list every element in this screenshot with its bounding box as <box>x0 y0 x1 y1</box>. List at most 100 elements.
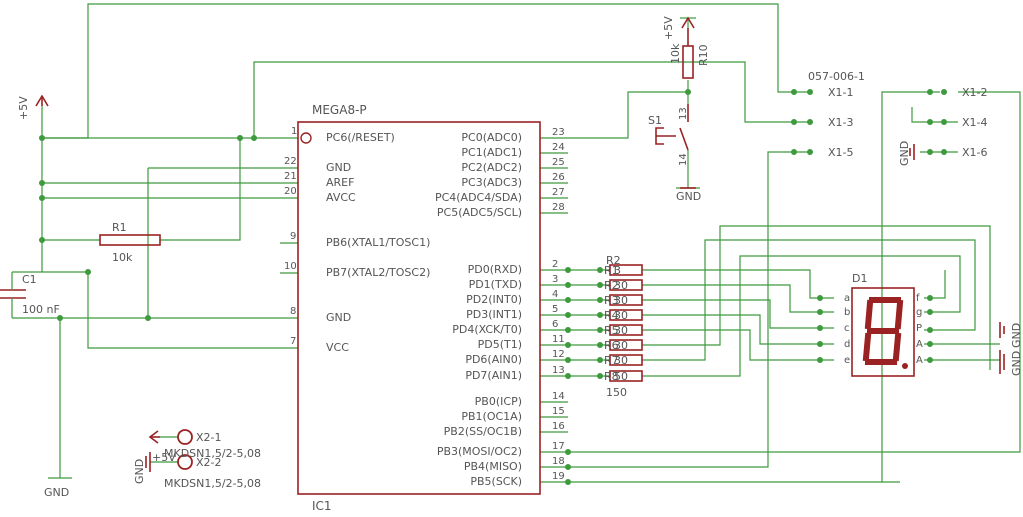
switch-s1[interactable]: S1 13 14 GND <box>648 104 701 203</box>
r2-name: R2 <box>606 254 621 267</box>
r2-segment-body <box>609 294 643 306</box>
r2-segment-body <box>609 279 643 291</box>
x1-pin-5: X1-5 <box>828 146 854 159</box>
s1-gnd-label: GND <box>676 190 701 203</box>
ic1-right-pin-2[interactable]: PD0(RXD)2 <box>468 259 559 276</box>
ic1-right-pin-18[interactable]: PB4(MISO)18 <box>464 456 565 473</box>
ic1-right-pin-13[interactable]: PD7(AIN1) 13 <box>465 365 564 382</box>
pin-label: PD4(XCK/T0) <box>452 323 522 336</box>
r2-segment-label: 30 <box>614 324 628 337</box>
ic1-left-pin-21[interactable]: 21 AREF <box>284 171 354 189</box>
d1-pin-A: A <box>916 355 923 366</box>
pin-label: PD0(RXD) <box>468 263 522 276</box>
ic1-right-pin-19[interactable]: PB5(SCK)19 <box>470 471 564 488</box>
ic1-left-pin-7[interactable]: 7 VCC <box>290 336 349 354</box>
ic1-left-pin-10[interactable]: 10 PB7(XTAL2/TOSC2) <box>284 261 430 279</box>
ic1-right-pin-28[interactable]: PC5(ADC5/SCL)28 <box>437 202 565 219</box>
r2-segment-number: R2 <box>604 279 619 292</box>
pin-label: VCC <box>326 341 349 354</box>
r2-segment-number: R3 <box>604 294 619 307</box>
connector-x1[interactable]: 057-006-1 X1-1 X1-3 X1-5 X1-2 X1-4 X1-6 … <box>808 70 988 166</box>
r2-segment-label: 30 <box>614 294 628 307</box>
ic1-right-pins: PC0(ADC0)23PC1(ADC1)24PC2(ADC2)25PC3(ADC… <box>435 127 565 488</box>
ic1-right-pin-24[interactable]: PC1(ADC1)24 <box>461 142 564 159</box>
pin-number: 3 <box>552 274 558 285</box>
reset-inversion-bubble <box>300 132 312 144</box>
pin-label: PC6(/RESET) <box>326 131 395 144</box>
r2-segment-label: 30 <box>614 309 628 322</box>
ic1-right-pin-11[interactable]: PD5(T1)11 <box>478 334 565 351</box>
ic1-right-pin-14[interactable]: PB0(ICP)14 <box>475 391 565 408</box>
connector-x2[interactable]: X2-1 X2-2 MKDSN1,5/2-5,08 MKDSN1,5/2-5,0… <box>133 429 261 490</box>
c1-name: C1 <box>22 273 37 286</box>
x1-pin-2: X1-2 <box>962 86 988 99</box>
ic1-left-pin-20[interactable]: 20 AVCC <box>284 186 356 204</box>
d1-pin-P: P <box>916 323 922 334</box>
pin-number: 12 <box>552 349 565 360</box>
ic1-right-pin-23[interactable]: PC0(ADC0)23 <box>461 127 564 144</box>
pin-number: 19 <box>552 471 565 482</box>
pin-label: PB4(MISO) <box>464 460 522 473</box>
resistor-r1[interactable]: R1 10k <box>99 221 161 264</box>
r2-segment-number: R8 <box>604 370 619 383</box>
x2-value-2: MKDSN1,5/2-5,08 <box>164 477 261 490</box>
ic1-right-pin-5[interactable]: PD3(INT1)5 <box>466 304 558 321</box>
ic1-right-pin-26[interactable]: PC3(ADC3)26 <box>461 172 564 189</box>
ic1-right-pin-12[interactable]: PD6(AIN0)12 <box>465 349 564 366</box>
ic1-left-pin-9[interactable]: 9 PB6(XTAL1/TOSC1) <box>290 231 430 249</box>
pin-number: 14 <box>552 391 565 402</box>
pin-label: PD7(AIN1) <box>465 369 522 382</box>
ic1[interactable]: MEGA8-P IC1 1 PC6(/RESET) 22 GND 21 AREF… <box>284 103 565 513</box>
ic1-right-pin-15[interactable]: PB1(OC1A)15 <box>461 406 564 423</box>
x1-pin-4: X1-4 <box>962 116 988 129</box>
pin-number: 16 <box>552 421 565 432</box>
pin-label: PB1(OC1A) <box>461 410 522 423</box>
resistor-r10[interactable]: R10 10k +5V <box>662 16 710 79</box>
gnd-left-label: GND <box>44 486 69 499</box>
vcc-left-symbol: +5V <box>17 94 49 120</box>
ic1-right-pin-25[interactable]: PC2(ADC2)25 <box>461 157 564 174</box>
r2-segment-label: 50 <box>614 370 628 383</box>
gnd-left-symbol: GND <box>44 486 69 499</box>
pin-label: PD3(INT1) <box>466 308 522 321</box>
x1-pin-1: X1-1 <box>828 86 854 99</box>
pin-number: 6 <box>552 319 558 330</box>
ic1-left-pin-22[interactable]: 22 GND <box>284 156 351 174</box>
d1-body <box>851 287 915 377</box>
ic1-right-pin-4[interactable]: PD2(INT0)4 <box>466 289 558 306</box>
r2-segment-number: R1 <box>604 264 619 277</box>
d1-pin-e: e <box>844 355 850 366</box>
d1-pin-b: b <box>844 307 850 318</box>
s1-name: S1 <box>648 114 662 127</box>
r1-body <box>99 234 161 246</box>
pin-number: 8 <box>290 306 296 317</box>
x1-pin-6: X1-6 <box>962 146 988 159</box>
pin-number: 9 <box>290 231 296 242</box>
d1-pin-d: d <box>844 339 850 350</box>
pin-number: 13 <box>552 365 565 376</box>
x2-pin-2-terminal <box>177 454 193 470</box>
ic1-right-pin-3[interactable]: PD1(TXD)3 <box>469 274 559 291</box>
seven-segment-glyph <box>862 297 904 365</box>
ic1-right-pin-27[interactable]: PC4(ADC4/SDA)27 <box>435 187 565 204</box>
pin-label: PC0(ADC0) <box>461 131 522 144</box>
display-gnd-symbols: GND GND <box>999 322 1023 376</box>
pin-label: PC3(ADC3) <box>461 176 522 189</box>
pin-label: PB2(SS/OC1B) <box>444 425 522 438</box>
ic1-left-pin-1[interactable]: 1 PC6(/RESET) <box>291 126 395 144</box>
ic1-right-pin-6[interactable]: PD4(XCK/T0) 6 <box>452 319 558 336</box>
pin-label: PC2(ADC2) <box>461 161 522 174</box>
ic1-right-pin-17[interactable]: PB3(MOSI/OC2)17 <box>437 441 565 458</box>
capacitor-c1[interactable]: C1 100 nF <box>0 272 60 318</box>
ic1-left-pin-8[interactable]: 8 GND <box>290 306 351 324</box>
ic1-right-pin-16[interactable]: PB2(SS/OC1B) 16 <box>444 421 565 438</box>
